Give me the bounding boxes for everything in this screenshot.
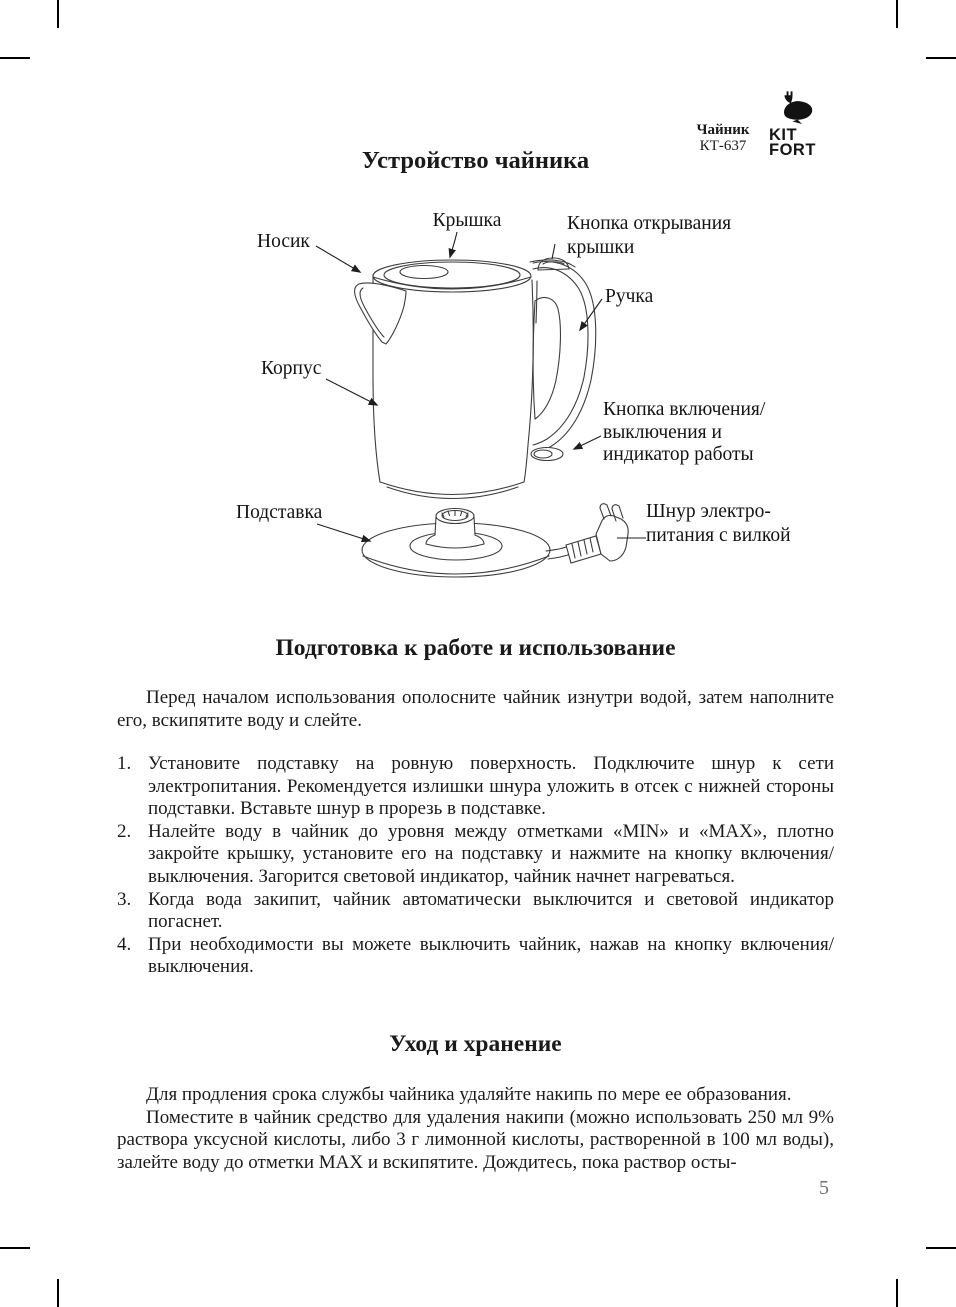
label-power-cord: Шнур электро-питания с вилкой: [646, 501, 791, 546]
list-item-text: При необходимости вы можете выключить ча…: [148, 933, 834, 978]
spout-outline: [354, 282, 407, 345]
product-info: Чайник КТ-637: [692, 122, 754, 157]
brand-word-fort: FORT: [769, 140, 816, 159]
care-paragraph: Поместите в чайник средство для удаления…: [117, 1106, 834, 1173]
label-lid: Крышка: [432, 210, 502, 231]
body-outline: [372, 274, 538, 500]
page-number: 5: [819, 1177, 829, 1199]
crop-mark: [926, 1247, 956, 1249]
crop-mark: [896, 1279, 898, 1307]
kettle-diagram: Крышка Кнопка открывания крышки Носик Ру…: [230, 195, 850, 615]
list-item: 1. Установите подставку на ровную поверх…: [117, 753, 834, 821]
cord-plug-outline: [545, 503, 629, 564]
pedestal-outline: [425, 507, 485, 549]
label-lid-open-button: Кнопка открывания крышки: [567, 213, 732, 258]
diagram-title: Устройство чайника: [361, 147, 590, 174]
list-item-text: Налейте воду в чайник до уровня между от…: [148, 820, 834, 887]
label-power-button: Кнопка включения/выключения и индикатор …: [603, 399, 766, 465]
whale-plug-icon: [784, 91, 813, 124]
preparation-list: 1. Установите подставку на ровную поверх…: [117, 753, 834, 979]
label-body: Корпус: [261, 358, 322, 379]
kitfort-logo: KIT FORT: [769, 90, 841, 157]
crop-mark: [896, 0, 898, 28]
label-handle: Ручка: [605, 286, 654, 307]
list-item: 3. Когда вода закипит, чайник автоматиче…: [117, 889, 834, 934]
section-title-preparation: Подготовка к работе и использование: [275, 635, 676, 661]
lid-outline: [372, 259, 532, 293]
preparation-intro: Перед началом использования ополосните ч…: [117, 687, 834, 731]
page-header: Чайник КТ-637 KIT FORT: [692, 90, 862, 157]
crop-mark: [57, 1279, 59, 1307]
crop-mark: [0, 1247, 30, 1249]
list-item: 2. Налейте воду в чайник до уровня между…: [117, 821, 834, 889]
label-base: Подставка: [236, 502, 323, 523]
label-spout: Носик: [257, 231, 310, 252]
crop-mark: [57, 0, 59, 28]
list-item-number: 3.: [117, 888, 132, 910]
list-item-text: Когда вода закипит, чайник автоматически…: [148, 888, 834, 933]
model-number: КТ-637: [699, 138, 747, 154]
leader-lines: [315, 231, 646, 543]
list-item-number: 2.: [117, 820, 132, 842]
list-item-text: Установите подставку на ровную поверхнос…: [148, 753, 834, 820]
care-paragraph: Для продления срока службы чайника удаля…: [146, 1084, 792, 1105]
crop-mark: [0, 57, 30, 59]
lid-open-button-shape: [537, 257, 570, 271]
product-name: Чайник: [696, 122, 750, 138]
list-item: 4. При необходимости вы можете выключить…: [117, 934, 834, 979]
care-text: Для продления срока службы чайника удаля…: [117, 1084, 834, 1174]
handle-outline: [529, 259, 597, 454]
power-button-shape: [530, 446, 564, 462]
list-item-number: 1.: [117, 753, 132, 774]
brand-word-kit: KIT: [769, 126, 798, 144]
section-title-care: Уход и хранение: [389, 1031, 562, 1057]
kettle-line-art: [315, 231, 646, 578]
list-item-number: 4.: [117, 933, 132, 955]
crop-mark: [926, 57, 956, 59]
